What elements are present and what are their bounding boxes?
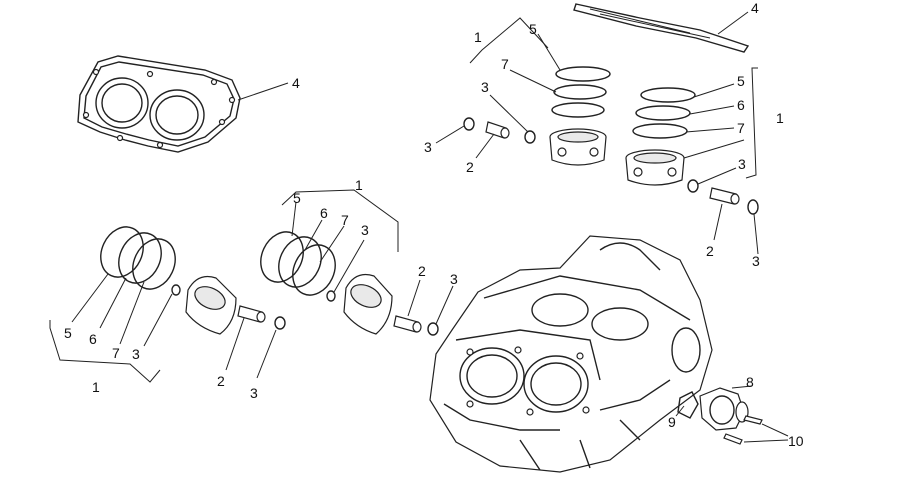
fitting-gasket [677,391,699,419]
callout-9: 9 [668,414,676,430]
callout-1: 1 [355,177,363,193]
screws [723,415,763,445]
piston-group-middle [260,189,454,336]
callout-3: 3 [250,385,258,401]
water-fitting [699,387,749,431]
callout-7: 7 [112,345,120,361]
head-gasket [77,55,241,153]
callout-5: 5 [737,73,745,89]
callout-7: 7 [501,56,509,72]
piston [185,275,237,335]
callout-2: 2 [217,373,225,389]
callout-6: 6 [89,331,97,347]
callout-labels: 4 4 1 5 7 3 3 2 5 6 7 1 3 2 3 1 5 6 7 3 … [64,0,804,449]
callout-1: 1 [92,379,100,395]
callout-1: 1 [776,110,784,126]
callout-4: 4 [292,75,300,91]
callout-3: 3 [481,79,489,95]
callout-5: 5 [529,21,537,37]
piston-pin [393,315,422,333]
callout-2: 2 [706,243,714,259]
callout-3: 3 [738,156,746,172]
piston-group-left [49,226,286,383]
callout-6: 6 [320,205,328,221]
callout-3: 3 [132,346,140,362]
callout-5: 5 [64,325,72,341]
piston-pin [485,121,510,139]
callout-7: 7 [341,212,349,228]
callout-3: 3 [450,271,458,287]
callout-7: 7 [737,120,745,136]
callout-3: 3 [424,139,432,155]
callout-2: 2 [466,159,474,175]
piston [549,128,607,166]
cylinder-block [429,235,713,473]
piston-group-top-a [435,17,611,166]
callout-10: 10 [788,433,804,449]
piston-group-top-b [625,67,759,255]
callout-3: 3 [361,222,369,238]
piston-pin [237,305,266,323]
callout-5: 5 [293,190,301,206]
base-gasket [573,3,750,53]
callout-6: 6 [737,97,745,113]
piston [625,149,685,186]
piston-pin [709,187,740,205]
callout-4: 4 [751,0,759,16]
callout-2: 2 [418,263,426,279]
callout-3: 3 [752,253,760,269]
callout-8: 8 [746,374,754,390]
callout-1: 1 [474,29,482,45]
piston [343,273,393,335]
